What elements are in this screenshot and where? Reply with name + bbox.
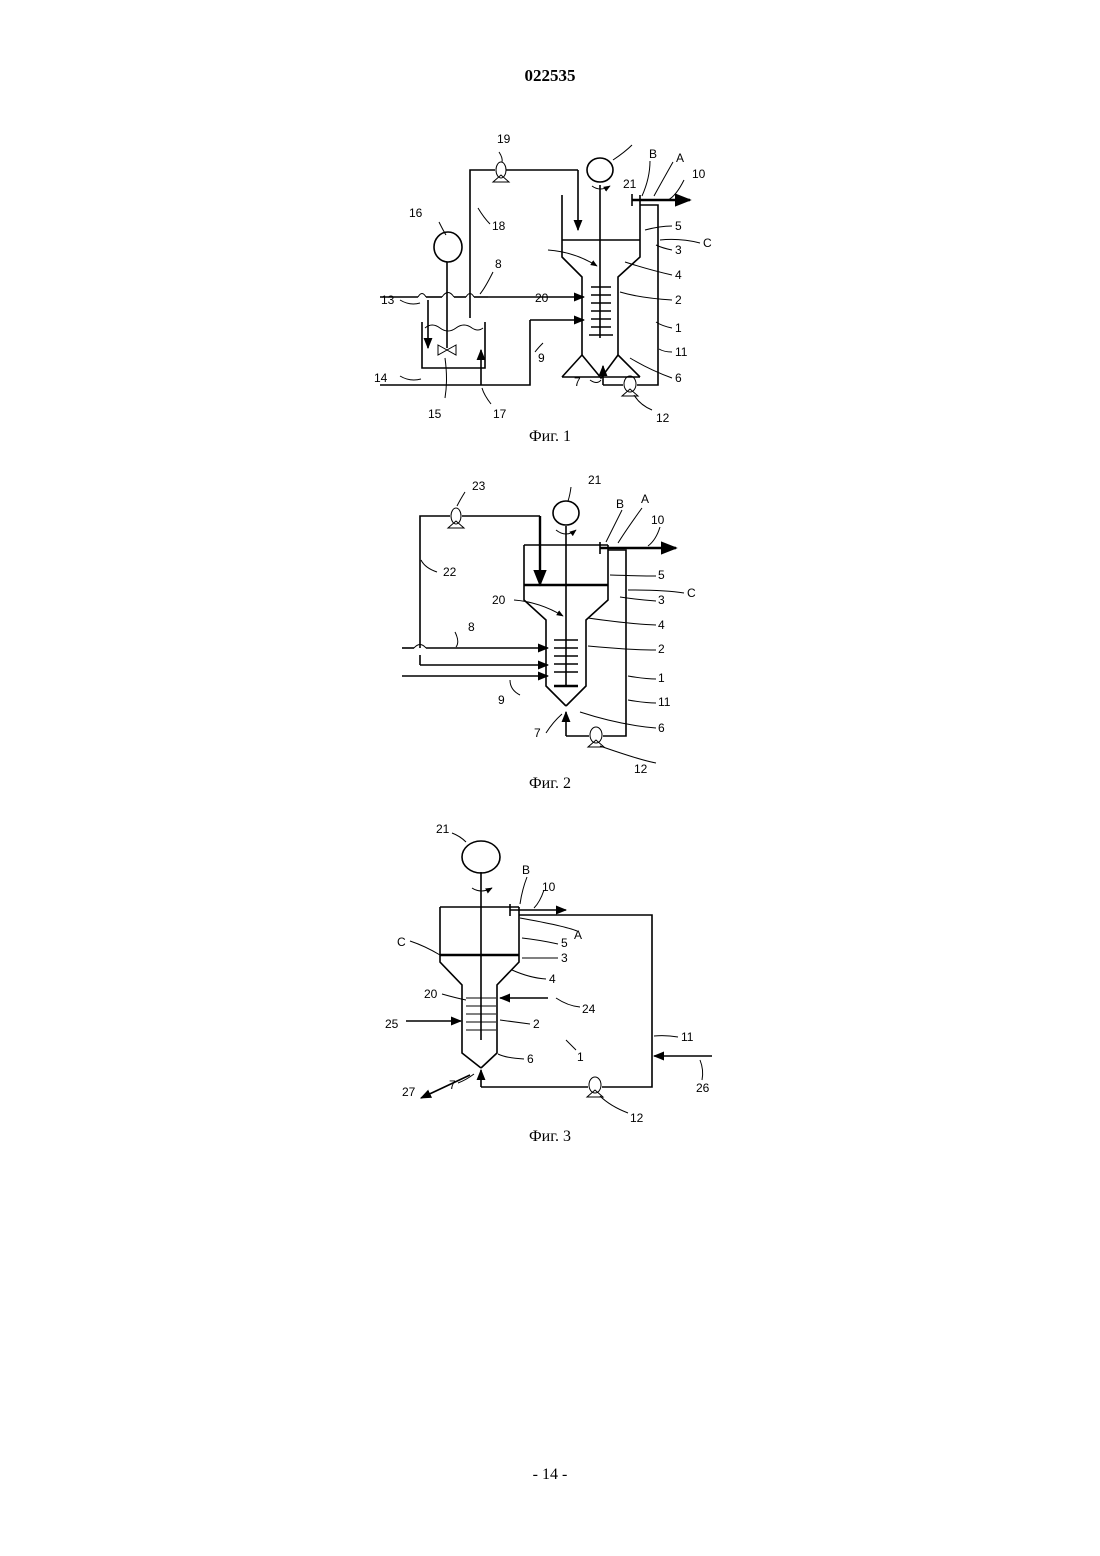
fig3-label-20: 20 [424, 987, 438, 1001]
fig1-label-A: A [676, 151, 684, 165]
fig1-label-10: 10 [692, 167, 706, 181]
fig1-motor-16 [434, 232, 462, 262]
fig3-motor-21 [462, 841, 500, 873]
fig2-label-8: 8 [468, 620, 475, 634]
figure-1-diagram: 19 B A 10 21 16 18 5 3 C 8 4 13 20 2 1 1… [0, 125, 1100, 425]
fig3-label-A: A [574, 928, 582, 942]
fig2-label-4: 4 [658, 618, 665, 632]
fig2-label-9: 9 [498, 693, 505, 707]
fig1-label-4: 4 [675, 268, 682, 282]
fig1-label-15: 15 [428, 407, 442, 421]
fig2-label-B: B [616, 497, 624, 511]
figure-2-caption: Фиг. 2 [0, 775, 1100, 793]
fig3-label-21: 21 [436, 822, 450, 836]
fig3-label-12: 12 [630, 1111, 644, 1125]
fig2-label-7: 7 [534, 726, 541, 740]
fig1-label-B: B [649, 147, 657, 161]
fig3-stirrer [462, 841, 500, 1040]
fig3-label-7: 7 [449, 1078, 456, 1092]
fig1-label-21: 21 [623, 177, 637, 191]
fig1-label-7: 7 [574, 375, 581, 389]
fig2-label-11: 11 [658, 695, 671, 709]
fig3-reactor-vessel [440, 907, 519, 1068]
fig3-label-25: 25 [385, 1017, 399, 1031]
fig1-label-1: 1 [675, 321, 682, 335]
fig2-label-10: 10 [651, 513, 665, 527]
fig3-label-4: 4 [549, 972, 556, 986]
fig1-label-13: 13 [381, 293, 395, 307]
fig1-motor-21 [587, 158, 613, 182]
fig3-label-5: 5 [561, 936, 568, 950]
fig1-stirrer [587, 145, 632, 338]
fig1-label-6: 6 [675, 371, 682, 385]
fig2-motor-21 [553, 501, 579, 525]
fig3-label-B: B [522, 863, 530, 877]
fig1-label-11: 11 [675, 345, 688, 359]
fig3-label-3: 3 [561, 951, 568, 965]
fig2-label-C: C [687, 586, 696, 600]
fig1-label-C: C [703, 236, 712, 250]
fig1-label-16: 16 [409, 206, 423, 220]
fig3-label-27: 27 [402, 1085, 416, 1099]
fig3-label-10: 10 [542, 880, 556, 894]
fig1-label-9: 9 [538, 351, 545, 365]
fig3-label-1: 1 [577, 1050, 584, 1064]
fig3-label-2: 2 [533, 1017, 540, 1031]
fig1-label-18: 18 [492, 219, 506, 233]
fig3-label-26: 26 [696, 1081, 710, 1095]
fig2-label-6: 6 [658, 721, 665, 735]
fig2-label-A: A [641, 492, 649, 506]
figure-3-caption: Фиг. 3 [0, 1128, 1100, 1146]
fig2-label-22: 22 [443, 565, 457, 579]
fig1-label-20: 20 [535, 291, 549, 305]
fig1-label-3: 3 [675, 243, 682, 257]
fig3-label-6: 6 [527, 1052, 534, 1066]
page-number: - 14 - [0, 1466, 1100, 1484]
fig2-label-3: 3 [658, 593, 665, 607]
fig2-line-22 [420, 508, 548, 665]
fig3-label-C: C [397, 935, 406, 949]
fig3-label-11: 11 [681, 1030, 694, 1044]
fig2-label-1: 1 [658, 671, 665, 685]
fig1-label-5: 5 [675, 219, 682, 233]
fig1-label-12: 12 [656, 411, 670, 425]
document-number: 022535 [0, 66, 1100, 86]
fig1-label-2: 2 [675, 293, 682, 307]
fig2-label-21: 21 [588, 473, 602, 487]
fig1-tank-14 [422, 232, 485, 385]
fig3-label-24: 24 [582, 1002, 596, 1016]
fig1-label-8: 8 [495, 257, 502, 271]
figure-1-caption: Фиг. 1 [0, 428, 1100, 446]
fig2-label-2: 2 [658, 642, 665, 656]
fig3-leaders [410, 833, 703, 1113]
fig1-label-17: 17 [493, 407, 507, 421]
fig2-label-12: 12 [634, 762, 648, 776]
fig2-label-23: 23 [472, 479, 486, 493]
fig1-leaders [400, 152, 700, 410]
figure-3-diagram: 21 B 10 A C 5 3 4 20 24 25 2 11 1 6 26 2… [0, 815, 1100, 1125]
fig2-stirrer [553, 501, 579, 686]
fig2-label-20: 20 [492, 593, 506, 607]
fig1-label-14: 14 [374, 371, 388, 385]
fig1-label-19: 19 [497, 132, 511, 146]
fig2-label-5: 5 [658, 568, 665, 582]
figure-2-diagram: 21 23 B A 10 22 5 C 20 3 4 8 2 1 9 11 7 … [0, 470, 1100, 780]
